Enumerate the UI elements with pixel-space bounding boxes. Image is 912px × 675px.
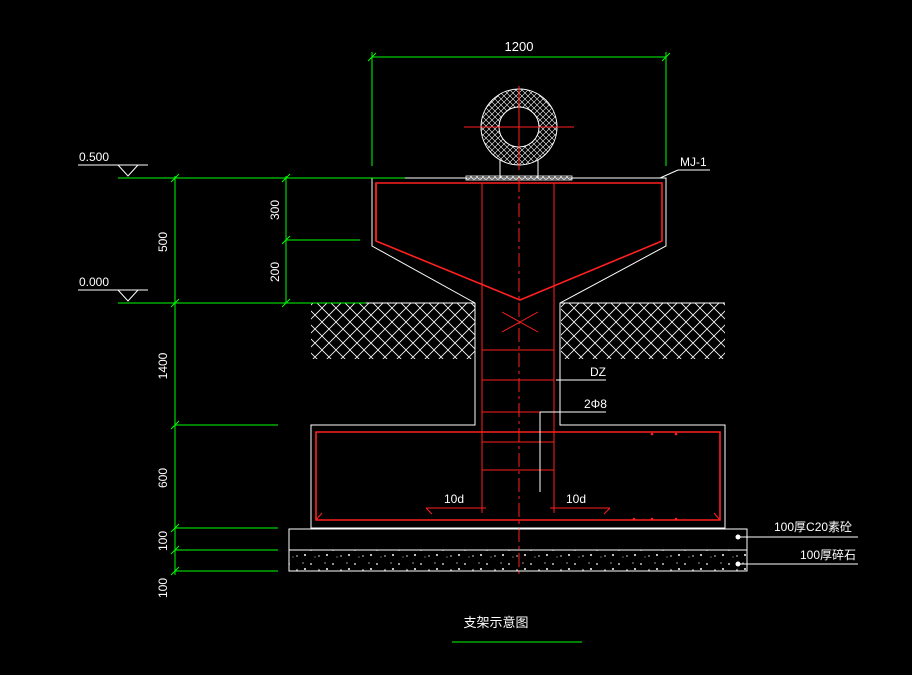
pipe: [464, 86, 574, 181]
anchor-left-label: 10d: [444, 492, 464, 506]
dim-600: 600: [156, 468, 170, 488]
elevation-marker-ground: [78, 289, 366, 304]
elevation-marker-top: [78, 164, 405, 179]
dim-300: 300: [268, 200, 282, 220]
rebar-label: 2Φ8: [584, 397, 607, 411]
concrete-layer-label: 100厚C20素砼: [774, 520, 852, 534]
gravel-layer-label: 100厚碎石: [800, 547, 856, 562]
mj-label: MJ-1: [680, 155, 707, 169]
base-layers: [288, 528, 858, 572]
inner-dimension-chain: [281, 173, 360, 308]
elevation-ground-label: 0.000: [79, 275, 109, 289]
dim-1400: 1400: [156, 352, 170, 379]
dim-100-a: 100: [156, 531, 170, 551]
left-dimension-chain: [170, 173, 278, 576]
mj-leader: [659, 169, 710, 179]
soil-hatch: [311, 303, 725, 359]
width-dimension: [367, 52, 671, 166]
dim-100-b: 100: [156, 578, 170, 598]
rebar-leader: [539, 411, 606, 492]
elevation-top-label: 0.500: [79, 150, 109, 164]
dim-500: 500: [156, 232, 170, 252]
dz-label: DZ: [590, 365, 606, 379]
width-dimension-label: 1200: [505, 39, 534, 54]
reinforcement: [315, 178, 721, 575]
anchor-right-label: 10d: [566, 492, 586, 506]
dim-200: 200: [268, 262, 282, 282]
drawing-title: 支架示意图: [463, 615, 528, 630]
